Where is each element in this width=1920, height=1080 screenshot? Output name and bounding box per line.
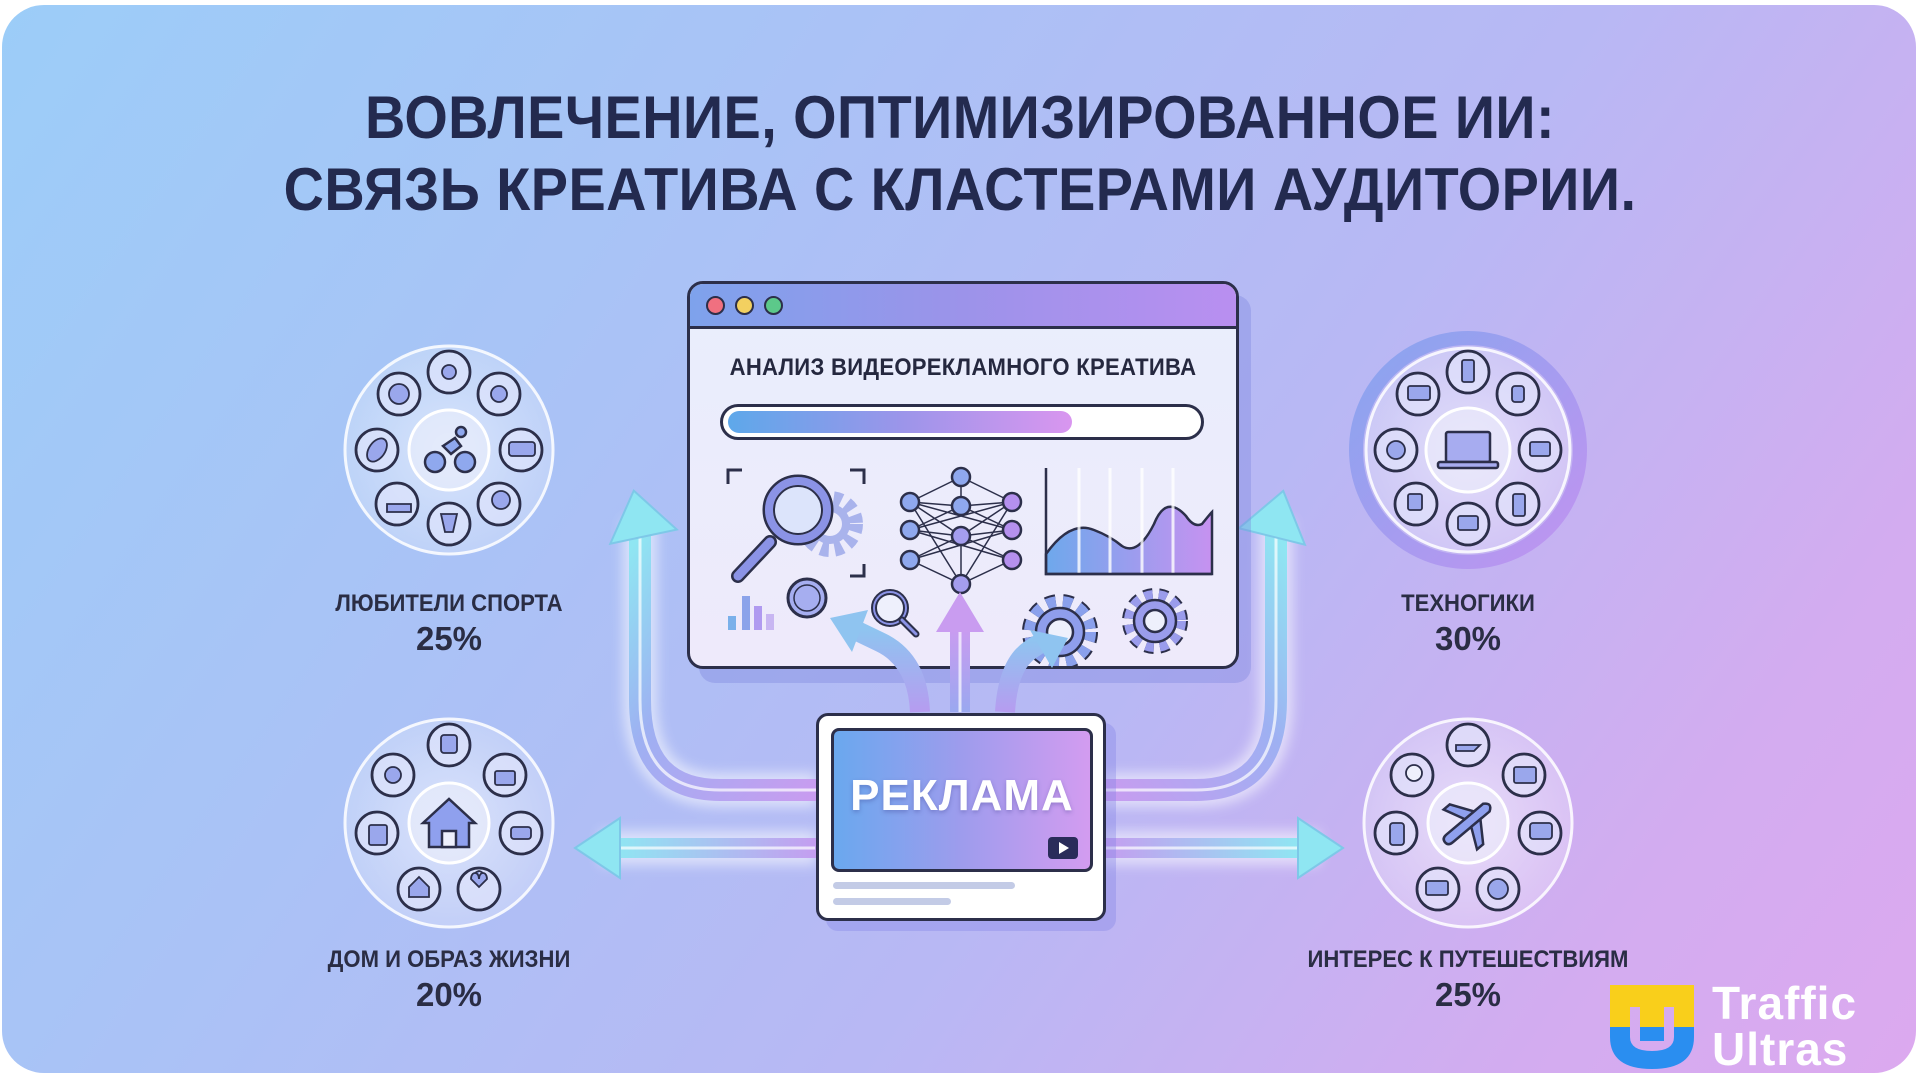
ad-label: РЕКЛАМА <box>850 771 1074 820</box>
bar-chart-icon <box>728 596 774 630</box>
gear-icon <box>1122 588 1188 654</box>
laptop-icon <box>1436 430 1500 470</box>
cluster-home <box>343 717 555 929</box>
magnifier-icon <box>731 474 834 583</box>
ad-video-preview[interactable]: РЕКЛАМА <box>831 728 1093 872</box>
ad-text-line <box>833 882 1015 889</box>
window-titlebar <box>690 284 1236 329</box>
focus-frame-icon <box>726 468 866 578</box>
area-chart-icon <box>1044 468 1214 576</box>
cluster-label-home: ДОМ И ОБРАЗ ЖИЗНИ <box>327 946 571 973</box>
ad-creative-card[interactable]: РЕКЛАМА <box>816 713 1106 921</box>
cluster-label-sports: ЛЮБИТЕЛИ СПОРТА <box>335 590 563 617</box>
title-line-1: ВОВЛЕЧЕНИЕ, ОПТИМИЗИРОВАННОЕ ИИ: <box>364 84 1556 151</box>
brand-name: Traffic Ultras <box>1712 980 1857 1072</box>
minimize-dot-icon <box>735 296 754 315</box>
house-icon <box>419 797 479 849</box>
traffic-ultras-logo-icon <box>1610 985 1694 1069</box>
analysis-title: АНАЛИЗ ВИДЕОРЕКЛАМНОГО КРЕАТИВА <box>729 354 1197 381</box>
cluster-percent-tech: 30% <box>1434 620 1502 657</box>
cluster-percent-travel: 25% <box>1434 976 1502 1013</box>
cluster-label-travel: ИНТЕРЕС К ПУТЕШЕСТВИЯМ <box>1307 946 1629 973</box>
cluster-tech <box>1349 331 1587 569</box>
cluster-label-tech: ТЕХНОГИКИ <box>1401 590 1535 617</box>
analysis-icons <box>726 466 1214 666</box>
search-icon <box>871 589 920 638</box>
close-dot-icon <box>706 296 725 315</box>
play-icon[interactable] <box>1048 837 1078 859</box>
cluster-percent-sports: 25% <box>415 620 483 657</box>
cluster-sports <box>343 344 555 556</box>
brand-line-1: Traffic <box>1712 977 1858 1029</box>
neural-network-icon <box>899 466 1023 595</box>
airplane-icon <box>1441 802 1492 852</box>
progress-fill <box>728 411 1072 433</box>
page-title: ВОВЛЕЧЕНИЕ, ОПТИМИЗИРОВАННОЕ ИИ: СВЯЗЬ К… <box>67 82 1853 226</box>
maximize-dot-icon <box>764 296 783 315</box>
title-line-2: СВЯЗЬ КРЕАТИВА С КЛАСТЕРАМИ АУДИТОРИИ. <box>283 156 1637 223</box>
cluster-percent-home: 20% <box>415 976 483 1013</box>
analysis-progress-bar <box>720 404 1204 440</box>
brand-line-2: Ultras <box>1712 1023 1849 1075</box>
lens-icon <box>786 577 828 619</box>
ad-text-line <box>833 898 951 905</box>
cyclist-icon <box>423 425 477 474</box>
cluster-travel <box>1362 717 1574 929</box>
